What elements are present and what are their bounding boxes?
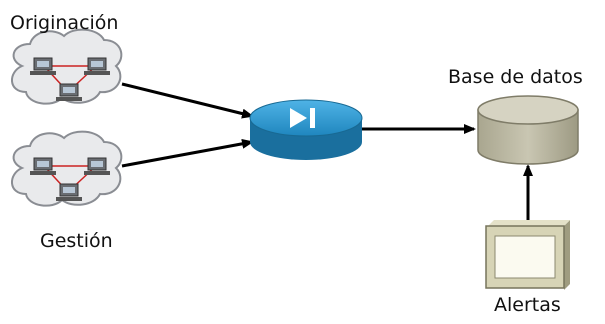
router-device-icon	[249, 99, 363, 160]
edges	[121, 82, 533, 222]
computer-icon	[30, 157, 56, 175]
gestion-label: Gestión	[40, 230, 113, 252]
alertas-label: Alertas	[494, 294, 561, 316]
origination-label: Originación	[10, 12, 119, 34]
computer-icon	[84, 157, 110, 175]
database-cylinder-icon	[477, 95, 579, 165]
gestion-cloud-icon	[11, 130, 123, 207]
edge-gestion-to-processor	[121, 138, 254, 168]
origination-cloud-icon	[11, 28, 123, 105]
computer-icon	[56, 183, 82, 201]
monitor-window-icon	[485, 220, 570, 290]
edge-origination-to-processor	[121, 82, 254, 119]
computer-icon	[30, 57, 56, 75]
computer-icon	[56, 83, 82, 101]
database-label: Base de datos	[448, 66, 583, 88]
computer-icon	[84, 57, 110, 75]
